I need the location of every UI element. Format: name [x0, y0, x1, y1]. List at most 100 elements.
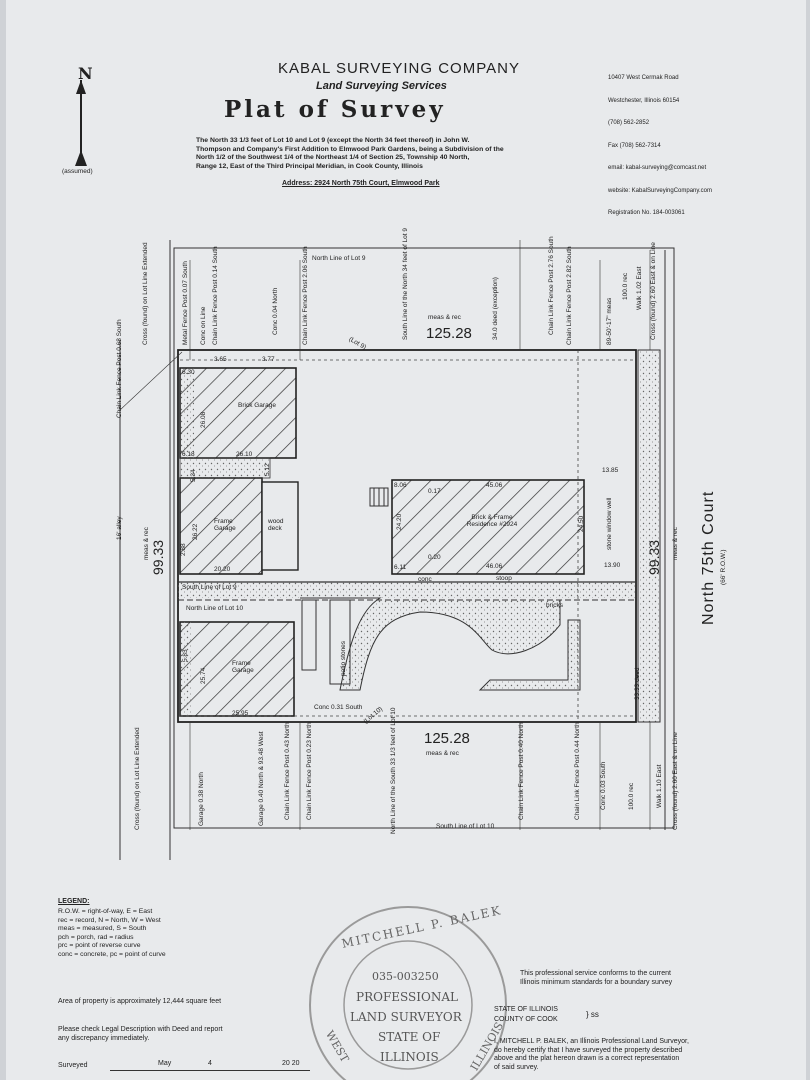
bottom-label: Conc 0.03 South [600, 761, 607, 810]
deed-3333-label: 33.33 deed [634, 667, 641, 700]
area-note: Area of property is approximately 12,444… [58, 998, 222, 1005]
bottom-label: Chain Link Fence Post 0.40 North [518, 722, 525, 820]
street-row: (66' R.O.W.) [720, 549, 727, 585]
bottom-label: Chain Link Fence Post 0.44 North [574, 722, 581, 820]
top-label: Conc on Line [200, 306, 207, 345]
legal-description: The North 33 1/3 feet of Lot 10 and Lot … [196, 137, 504, 170]
bricks-label: bricks [546, 602, 563, 609]
dim-512: 5.12 [264, 463, 271, 476]
bottom-label: Cross (found) on Lot Line Extended [134, 727, 141, 830]
north-arrow-icon [75, 80, 87, 166]
dim-583: 5.83 [182, 649, 189, 662]
seal-line1: PROFESSIONAL [356, 990, 458, 1004]
dim-630: 6.30 [182, 369, 195, 376]
dim-611: 6.11 [394, 564, 407, 571]
seal-inner-ring [343, 940, 473, 1070]
right-dimension: 99.33 [646, 539, 662, 575]
surveyed-year: 20 20 [282, 1060, 300, 1067]
seal-line3: STATE OF [378, 1030, 441, 1044]
contact-line: 10407 West Cermak Road [608, 75, 679, 81]
north-assumed-note: (assumed) [62, 168, 93, 175]
top-label: 100.0 rec [622, 272, 629, 300]
county-label: COUNTY OF COOK [494, 1016, 558, 1023]
right-dimension-label: meas & rec [672, 527, 679, 560]
dim-534: 5.34 [190, 469, 197, 482]
legend-lines: R.O.W. = right-of-way, E = East rec = re… [58, 908, 166, 958]
top-label: Conc 0.04 North [272, 287, 279, 335]
bottom-dimension: 125.28 [424, 730, 470, 747]
check-note: Please check Legal Description with Deed… [58, 1026, 223, 1042]
contact-line: email: kabal-surveying@comcast.net [608, 165, 707, 171]
stoop-label: stoop [496, 575, 512, 582]
dim-288: 2.88 [180, 543, 187, 556]
dim-4606b: 46.06 [486, 563, 503, 570]
residence [391, 479, 585, 575]
company-subtitle: Land Surveying Services [316, 80, 447, 92]
frame-garage-2-label: Frame Garage [232, 660, 254, 674]
dim-365: 3.65 [214, 356, 227, 363]
brick-garage [179, 367, 297, 459]
bottom-dimension-label: meas & rec [426, 750, 459, 757]
dim-020: 0.20 [428, 554, 441, 561]
legend-title: LEGEND: [58, 898, 90, 905]
bottom-label: Chain Link Fence Post 0.23 North [306, 722, 313, 820]
contact-line: website: KabalSurveyingCompany.com [608, 187, 712, 194]
top-label: 34.0 deed (exception) [492, 277, 499, 340]
seal-line2: LAND SURVEYOR [350, 1010, 462, 1024]
dim-2020: 20.20 [214, 566, 231, 573]
dim-017: 0.17 [428, 488, 441, 495]
dim-377: 3.77 [262, 356, 275, 363]
surveyed-day: 4 [208, 1060, 212, 1067]
bottom-label: North Line of the South 33 1/3 feet of L… [390, 707, 397, 834]
seal-line4: ILLINOIS [380, 1050, 439, 1064]
company-name: KABAL SURVEYING COMPANY [278, 60, 520, 77]
seal-outer-ring [309, 906, 507, 1080]
chain-link-left-label: Chain Link Fence Post 0.68 South [116, 319, 123, 418]
top-label: Cross (found) 2.60 East & on Line [650, 242, 657, 340]
property-boundary [177, 349, 637, 723]
ss-label: } ss [586, 1010, 599, 1019]
surveyed-month: May [158, 1060, 172, 1067]
standards-note: This professional service conforms to th… [520, 970, 673, 986]
top-label: Cross (found) on Lot Line Extended [142, 242, 149, 345]
wood-deck [261, 481, 299, 571]
dim-2595: 25.95 [232, 710, 249, 717]
frame-garage-1 [179, 477, 263, 575]
contact-line: Fax (708) 562-7314 [608, 142, 661, 149]
patio-stones-label: patio stones [340, 640, 347, 676]
top-label: Chain Link Fence Post 2.82 South [566, 246, 573, 345]
street-name: North 75th Court [700, 490, 717, 625]
dim-1390: 13.90 [604, 562, 621, 569]
concrete-walk [178, 582, 636, 598]
top-label: Chain Link Fence Post 2.76 South [548, 236, 555, 335]
top-label: Metal Fence Post 0.07 South [182, 261, 189, 345]
top-label: Walk 1.02 East [636, 266, 643, 310]
top-label: 89-50'-17" meas [606, 297, 613, 345]
bottom-label: Garage 0.40 North & 93.48 West [258, 731, 265, 826]
bottom-label: Walk 1.10 East [656, 764, 663, 808]
dim-1385: 13.85 [602, 467, 619, 474]
south-line-lot10-label: South Line of Lot 10 [436, 823, 495, 830]
dim-2622: 26.22 [192, 523, 199, 540]
public-walk [637, 349, 661, 723]
contact-line: (708) 562-2852 [608, 120, 650, 126]
north-line-lot9-label: North Line of Lot 9 [312, 255, 366, 262]
residence-label: Brick & Frame Residence #2924 [466, 514, 518, 528]
window-well-label: stone window well [606, 497, 613, 550]
south-line-lot9-label: South Line of Lot 9 [182, 584, 237, 591]
dim-4606: 45.06 [486, 482, 503, 489]
dim-2450: 24.50 [578, 515, 585, 532]
surveyed-line [110, 1070, 310, 1071]
wood-deck-label: wood deck [268, 518, 284, 532]
bottom-label: Garage 0.38 North [198, 772, 205, 826]
company-contact: 10407 West Cermak Road Westchester, Illi… [608, 60, 712, 225]
property-address: Address: 2924 North 75th Court, Elmwood … [282, 180, 440, 187]
conc-031-label: Conc 0.31 South [314, 704, 363, 711]
dim-2610: 26.10 [236, 451, 253, 458]
bottom-label: 100.0 rec [628, 782, 635, 810]
dim-2574: 25.74 [200, 667, 207, 684]
north-line-lot10-label: North Line of Lot 10 [186, 605, 244, 612]
dim-2420: 24.20 [396, 513, 403, 530]
lot-outline [173, 247, 675, 829]
